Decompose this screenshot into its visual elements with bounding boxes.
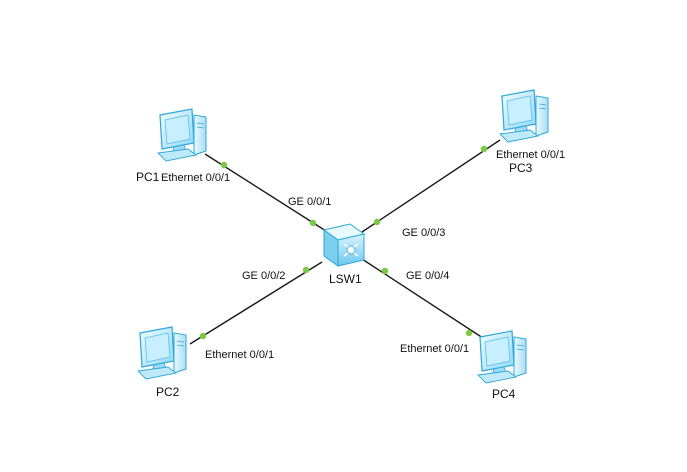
pc-port-dot-1 xyxy=(220,161,228,169)
pc4-node[interactable] xyxy=(477,330,527,384)
lsw1-port4-label: GE 0/0/4 xyxy=(406,270,449,282)
pc-port-dot-2 xyxy=(199,332,207,340)
pc4-label: PC4 xyxy=(492,387,516,401)
lsw1-label: LSW1 xyxy=(329,272,362,286)
pc1-label: PC1 xyxy=(136,170,160,184)
lsw1-port2-label: GE 0/0/2 xyxy=(242,270,285,282)
link-line-2[interactable] xyxy=(189,261,323,345)
pc-port-dot-4 xyxy=(465,329,473,337)
switch-port-dot-1 xyxy=(309,219,317,227)
pc2-port-label: Ethernet 0/0/1 xyxy=(205,349,274,361)
pc-icon xyxy=(157,108,207,162)
lsw1-port3-label: GE 0/0/3 xyxy=(402,227,445,239)
pc4-port-label: Ethernet 0/0/1 xyxy=(400,343,469,355)
pc3-label: PC3 xyxy=(509,161,533,175)
pc3-node[interactable] xyxy=(499,89,549,143)
pc2-label: PC2 xyxy=(156,385,180,399)
pc2-node[interactable] xyxy=(137,326,187,380)
switch-port-dot-2 xyxy=(302,266,310,274)
lsw1-port1-label: GE 0/0/1 xyxy=(288,196,331,208)
switch-icon xyxy=(322,223,366,267)
switch-port-dot-4 xyxy=(381,267,389,275)
link-line-3[interactable] xyxy=(361,139,501,233)
lsw1-node[interactable] xyxy=(322,223,366,267)
pc-icon xyxy=(499,89,549,143)
pc1-port-label: Ethernet 0/0/1 xyxy=(161,172,230,184)
pc3-port-label: Ethernet 0/0/1 xyxy=(496,149,565,161)
switch-port-dot-3 xyxy=(373,218,381,226)
pc1-node[interactable] xyxy=(157,108,207,162)
pc-icon xyxy=(137,326,187,380)
pc-port-dot-3 xyxy=(480,145,488,153)
pc-icon xyxy=(477,330,527,384)
